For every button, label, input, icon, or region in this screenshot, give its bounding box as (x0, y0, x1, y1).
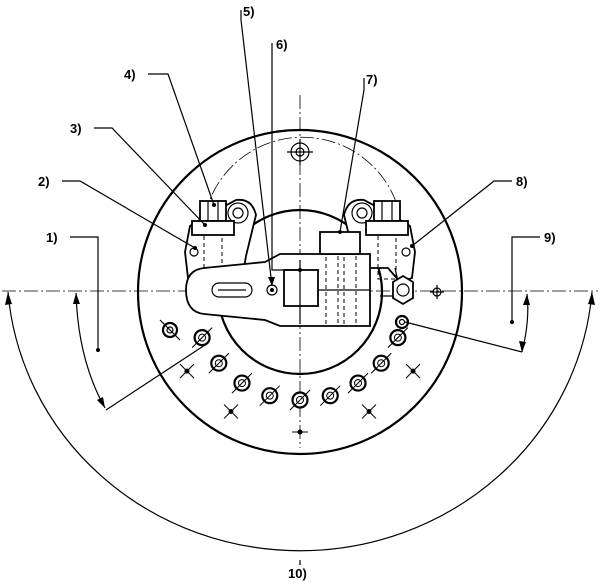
left-angle-extension (105, 344, 206, 411)
left-washer (191, 220, 235, 236)
callout-1: 1) (46, 230, 58, 245)
callout-6: 6) (276, 37, 288, 52)
leader-lines (62, 10, 540, 565)
ring-hole (231, 372, 253, 394)
outer-mark (223, 404, 239, 419)
ring-hole (319, 385, 341, 407)
callout-8: 8) (516, 174, 528, 189)
hole-ring (179, 327, 421, 435)
ring-hole (208, 352, 230, 374)
callout-9: 9) (544, 230, 556, 245)
ring-hole (347, 372, 369, 394)
callout-labels: 1) 2) 3) 4) 5) 6) 7) 8) 9) 10) (38, 4, 556, 581)
callout-3: 3) (70, 121, 82, 136)
ring-hole (259, 385, 281, 407)
left-angle-arc (75, 292, 106, 409)
center-square (283, 269, 319, 307)
flange-outer-circle (136, 128, 464, 456)
right-angle-extension (404, 321, 523, 353)
angle-dimensions (5, 291, 595, 552)
outer-mark (361, 404, 377, 419)
right-nut (373, 200, 401, 222)
callout-5: 5) (243, 4, 255, 19)
ring-hole (387, 327, 409, 348)
ring-hole (289, 389, 311, 411)
big-angle-arc (7, 291, 593, 552)
right-bolt-head (392, 274, 444, 306)
bottom-mark (292, 429, 308, 435)
ring-hole (370, 352, 392, 374)
callout-2: 2) (38, 174, 50, 189)
outer-mark (179, 363, 195, 379)
callout-4: 4) (124, 67, 136, 82)
ring-hole (191, 327, 213, 348)
outer-mark (405, 363, 421, 379)
right-small-hole (401, 247, 411, 257)
side-holes (159, 314, 410, 341)
yoke-slot (211, 282, 253, 298)
top-block (319, 231, 361, 255)
callout-10: 10) (288, 566, 307, 581)
central-yoke (185, 231, 371, 327)
bolt-circle-arc (204, 136, 401, 216)
callout-7: 7) (366, 72, 378, 87)
right-washer (365, 220, 409, 236)
top-hole (287, 139, 313, 165)
left-clamp (184, 198, 257, 297)
